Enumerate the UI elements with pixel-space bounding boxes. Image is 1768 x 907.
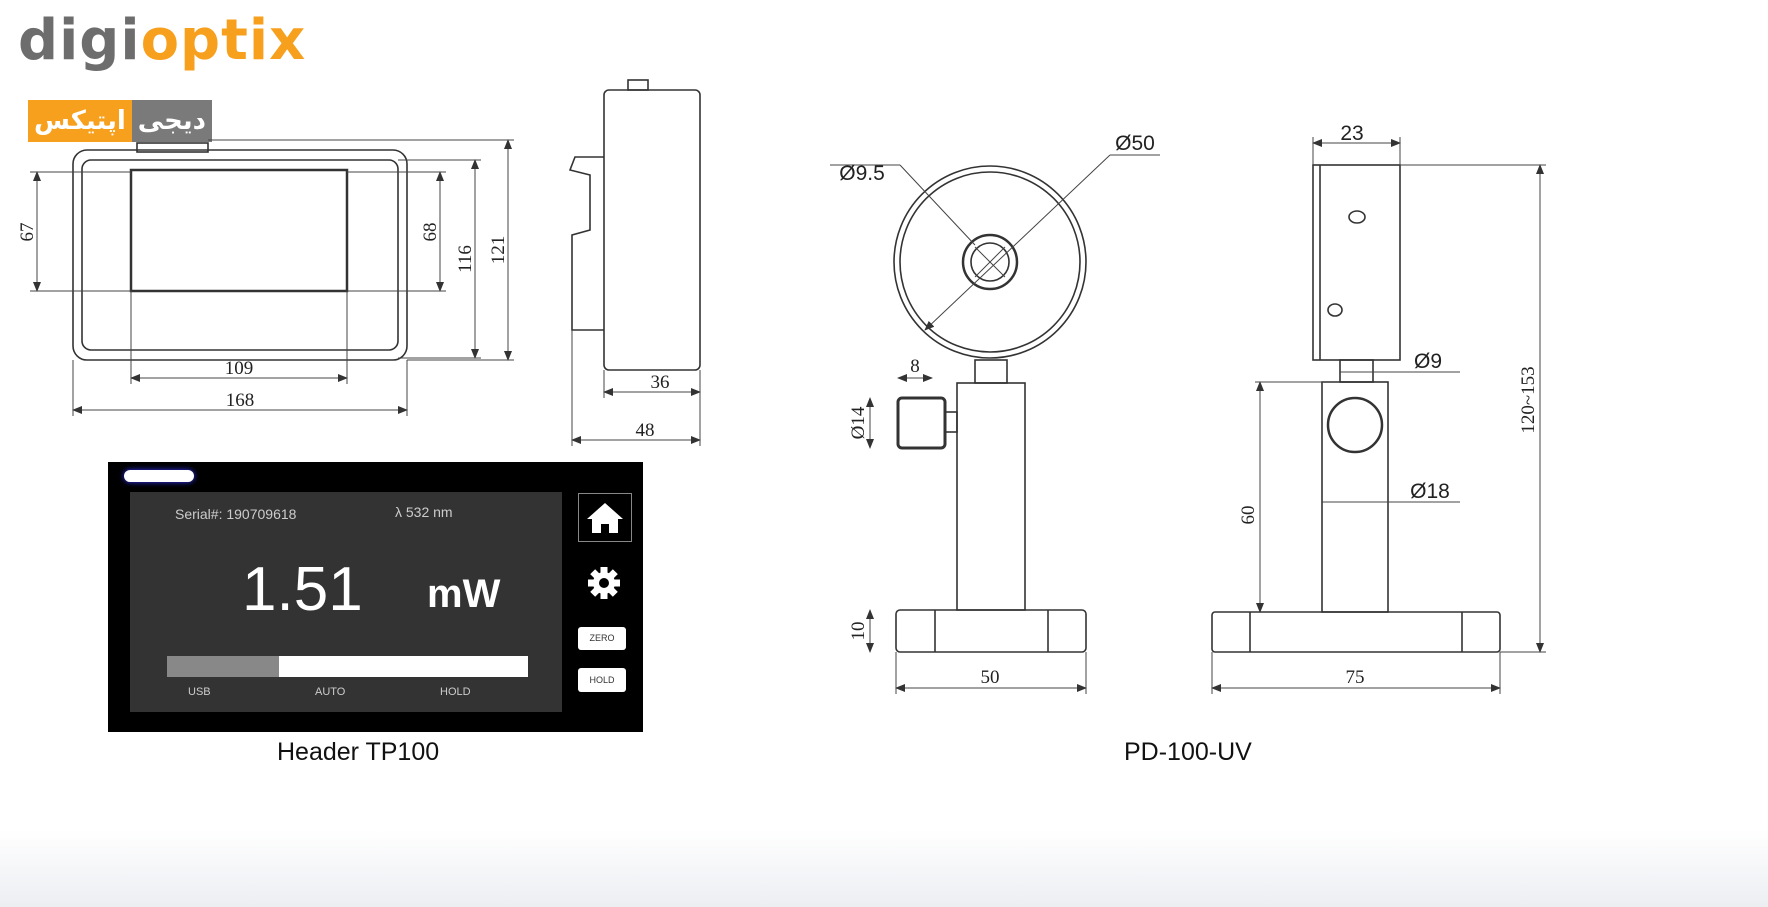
dim-neck: Ø9 <box>1414 350 1442 373</box>
logo-orange: optix <box>140 8 307 73</box>
dim-base-width: 50 <box>981 667 1000 688</box>
hold-button[interactable]: HOLD <box>578 668 626 692</box>
label-auto: AUTO <box>315 686 346 698</box>
caption-tp100: Header TP100 <box>277 738 440 766</box>
tp100-side-view: 36 48 <box>568 79 701 446</box>
gear-icon[interactable] <box>586 565 622 601</box>
display-screen: Serial#: 190709618 λ 532 nm 1.51 mW USB … <box>130 492 562 712</box>
brand-badge <box>124 470 194 482</box>
dim-36: 36 <box>651 372 670 393</box>
dim-diameter: Ø50 <box>1115 132 1155 155</box>
dim-168: 168 <box>226 390 255 411</box>
logo-fa-gray: دیجی <box>131 100 212 142</box>
tp100-front-view: 67 68 116 121 109 168 <box>17 139 514 416</box>
home-icon <box>587 503 623 533</box>
wavelength: λ 532 nm <box>395 504 453 520</box>
logo-gray: digi <box>18 8 141 73</box>
tp100-display: Serial#: 190709618 λ 532 nm 1.51 mW USB … <box>108 462 643 732</box>
dim-48: 48 <box>636 420 655 441</box>
zero-button[interactable]: ZERO <box>578 627 626 650</box>
dim-base-length: 75 <box>1346 667 1365 688</box>
dim-post: Ø18 <box>1410 480 1450 503</box>
dim-121: 121 <box>488 236 509 265</box>
power-value: 1.51 <box>242 555 363 624</box>
logo-fa-orange: اپتیکس <box>28 100 132 142</box>
dim-width: 23 <box>1340 122 1363 145</box>
power-unit: mW <box>427 572 501 616</box>
dim-68: 68 <box>420 223 441 242</box>
caption-pd100: PD-100-UV <box>1124 738 1252 766</box>
power-bar <box>167 656 528 677</box>
dim-knob-width: 8 <box>910 356 920 377</box>
pd100-front-view: Ø9.5 Ø50 8 Ø14 10 50 <box>830 132 1160 694</box>
pd100-side-view: 23 Ø9 Ø18 60 120~153 75 <box>1211 122 1546 694</box>
dim-116: 116 <box>455 245 476 273</box>
dim-109: 109 <box>225 358 254 379</box>
home-button[interactable] <box>578 493 632 542</box>
label-usb: USB <box>188 686 211 698</box>
dim-height-range: 120~153 <box>1518 366 1539 433</box>
dim-knob-diameter: Ø14 <box>848 406 869 439</box>
dim-aperture: Ø9.5 <box>839 162 885 185</box>
power-bar-fill <box>167 656 279 677</box>
brand-logo: digioptix <box>18 8 306 73</box>
dim-post-height: 60 <box>1238 506 1259 525</box>
dim-67: 67 <box>17 223 38 242</box>
serial-number: Serial#: 190709618 <box>175 506 297 522</box>
label-hold: HOLD <box>440 686 471 698</box>
dim-base-height: 10 <box>848 622 869 641</box>
